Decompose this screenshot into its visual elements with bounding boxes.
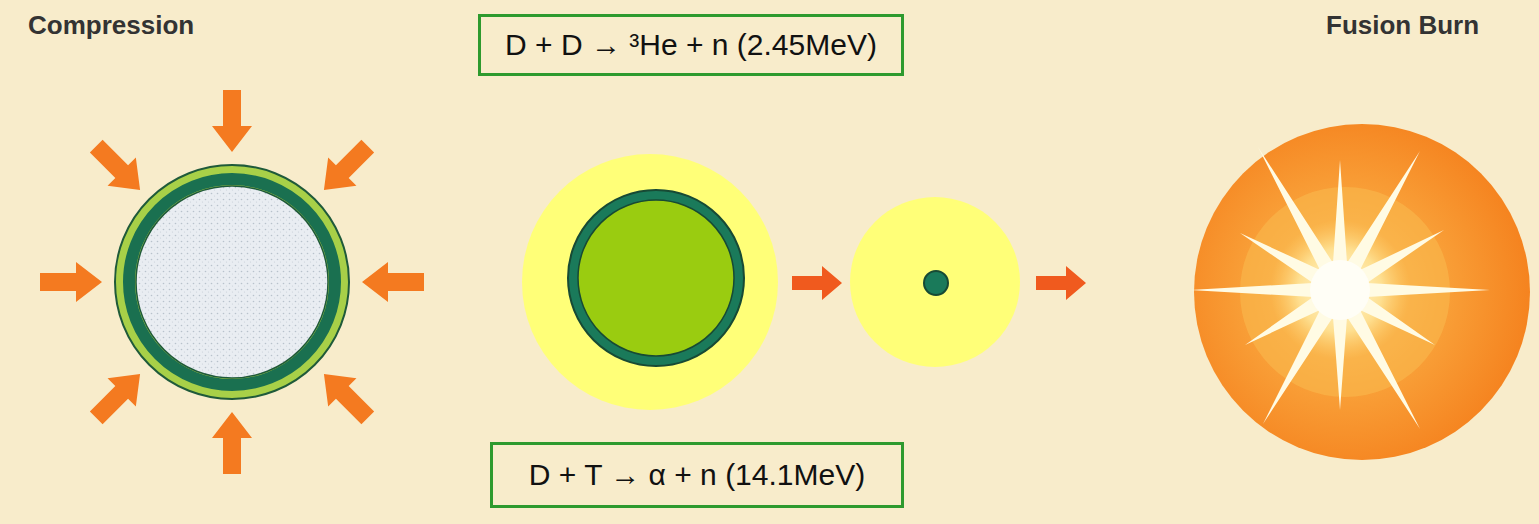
equation-box: D + T → α + n (14.1MeV) <box>490 442 904 508</box>
stage-label: Compression <box>28 10 194 41</box>
reaction-equation: D + T → α + n (14.1MeV) <box>529 458 865 492</box>
stage-arrow <box>792 266 842 300</box>
compression-arrows <box>40 90 424 474</box>
capsule <box>115 165 349 399</box>
fusion-burn <box>1190 124 1530 460</box>
stage-arrow <box>1036 266 1086 300</box>
imploding-capsule <box>522 154 778 410</box>
stage-label: Fusion Burn <box>1326 10 1479 41</box>
reaction-equation: D + D → ³He + n (2.45MeV) <box>505 28 877 62</box>
compressed-core <box>850 197 1020 367</box>
equation-box: D + D → ³He + n (2.45MeV) <box>478 14 904 76</box>
